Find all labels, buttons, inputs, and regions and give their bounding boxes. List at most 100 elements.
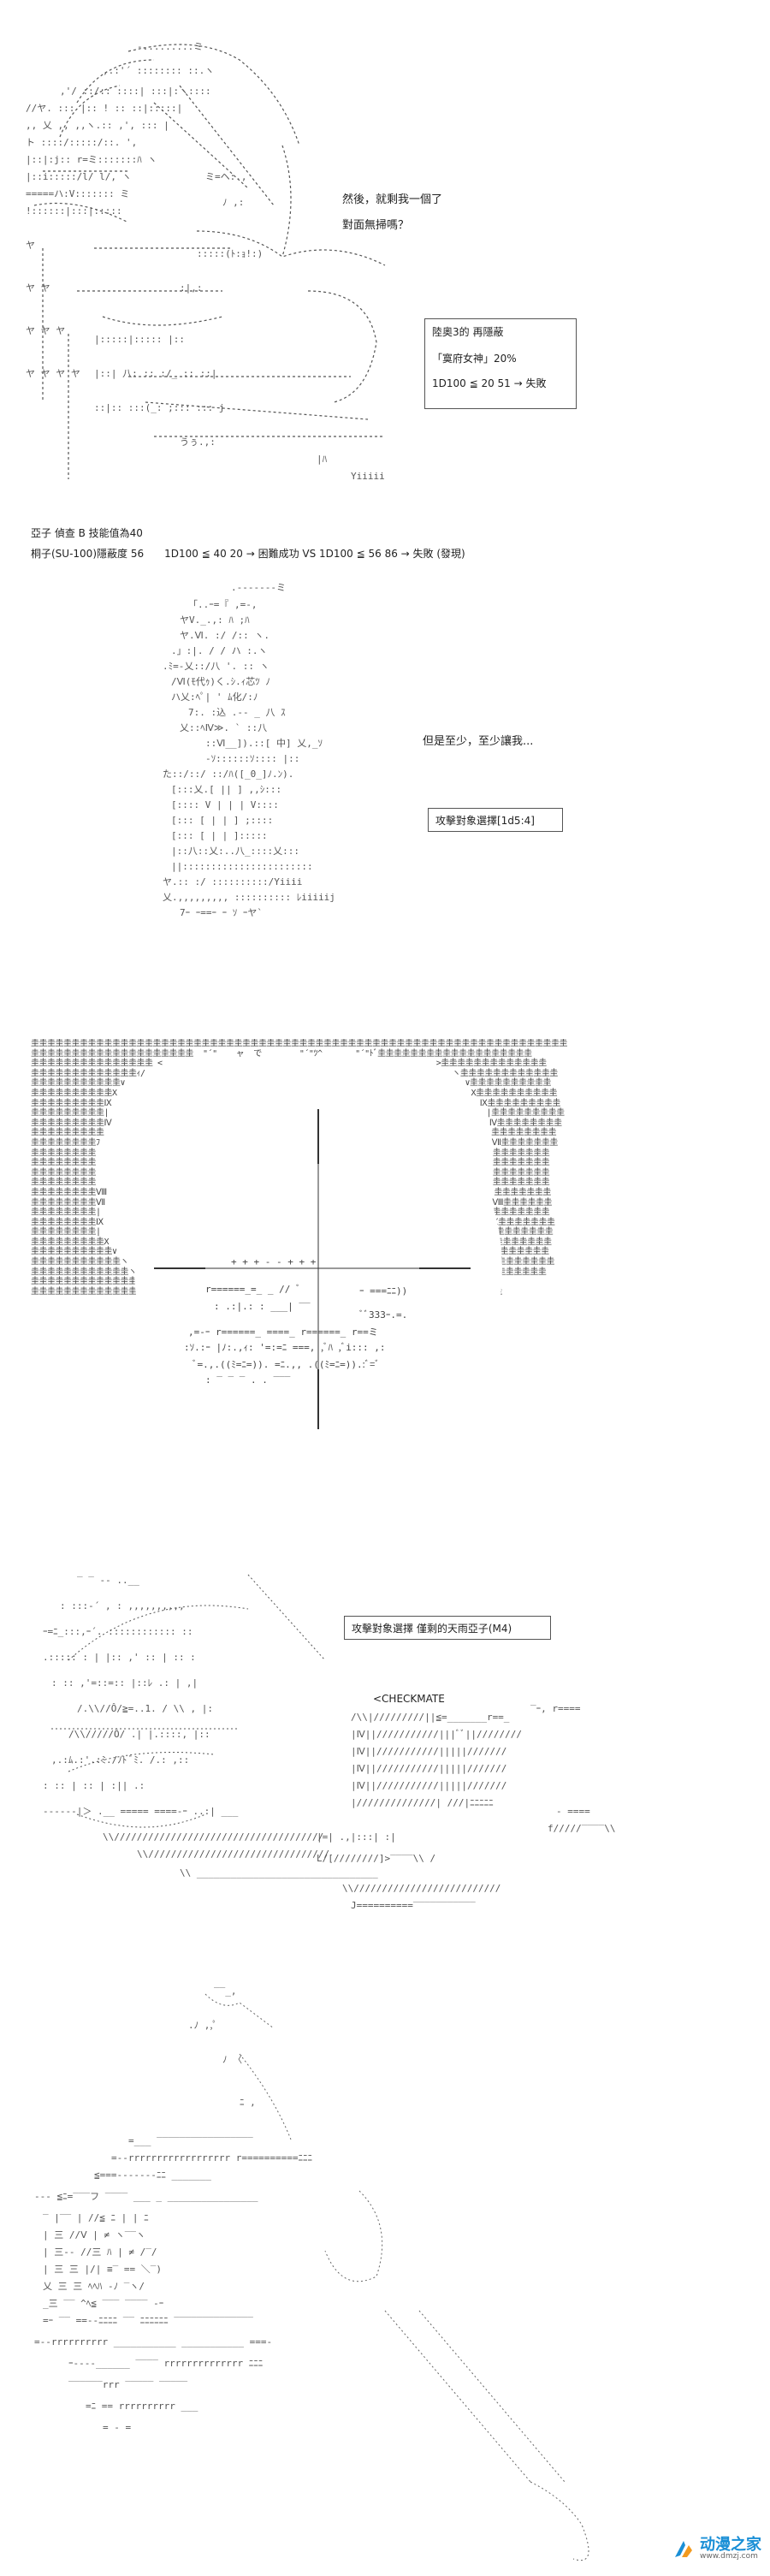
svg-text:|=| .,|:::| :|: |=| .,|:::| :| [317,1831,396,1843]
roll-box-hide: 陸奧3的 再隱蔽 「寞府女神」20% 1D100 ≦ 20 51 → 失敗 [424,318,577,409]
svg-text:| 三 三 |/| ≡‾ == ＼‾): | 三 三 |/| ≡‾ == ＼‾) [43,2264,162,2275]
watermark-url: www.dmzj.com [700,2552,758,2561]
svg-text:::Ⅵ__]).::[ 中] 乂,_ｿ: ::Ⅵ__]).::[ 中] 乂,_ｿ [205,738,323,749]
svg-text:\\ ___________________________: \\ ________________________________ [180,1867,378,1879]
svg-text:ヤV._.,: ﾊ ;ﾊ: ヤV._.,: ﾊ ;ﾊ [180,614,250,626]
svg-text:-ｿ::::::ｿ:::: |::: -ｿ::::::ｿ:::: |:: [205,753,299,764]
svg-text::::::(ﾄ:ｮ!:): :::::(ﾄ:ｮ!:) [197,248,263,259]
dialogue-at-least: 但是至少，至少讓我... [423,735,534,748]
svg-text:: ‾ ‾ ‾ . . ‾‾‾: : ‾ ‾ ‾ . . ‾‾‾ [205,1374,291,1386]
svg-text:+ + + - - + + +: + + + - - + + + [231,1256,317,1267]
svg-text:|Ⅳ||///////////|||ﾞﾞ||////////: |Ⅳ||///////////|||ﾞﾞ||//////// [351,1729,522,1740]
ascii-art-character-4: ‾ ‾ -- ..__ : :::-´ , : ,,,,,,,,,, ｰ=ﾆ_:… [43,1574,615,1911]
svg-text:|::| 八: :: :/_ :: ::|: |::| 八: :: :/_ :: ::| [94,368,216,379]
sfx-checkmate: <CHECKMATE [373,1693,445,1705]
svg-text:--- ≦ﾆ=‾‾‾フ ‾‾‾‾ ___ _ _: --- ≦ﾆ=‾‾‾フ ‾‾‾‾ ___ _ ________________ [34,2191,258,2202]
svg-text:ヤ ヤ ヤ ヤ: ヤ ヤ ヤ ヤ [26,368,80,379]
svg-text:,.:ﾑ.:'.:ﾐ./ﾉﾄ ﾞﾐ. /.: ,::: ,.:ﾑ.:'.:ﾐ./ﾉﾄ ﾞﾐ. /.: ,:: [51,1754,189,1766]
svg-text:.」:|. / / ハ :.ヽ: .」:|. / / ハ :.ヽ [171,645,267,656]
svg-text:/.\\//Ô/≧=..1. / \\ , |:: /.\\//Ô/≧=..1. / \\ , |: [77,1703,213,1714]
svg-text:- ====: - ==== [556,1806,590,1817]
svg-text:ヤ.:: :/ ::::::::::/Yiiii: ヤ.:: :/ ::::::::::/Yiiii [163,876,302,887]
note-spot-skill: 亞子 偵查 B 技能值為40 [31,527,143,539]
svg-text:: .:|.: : ___| ‾‾: : .:|.: : ___| ‾‾ [214,1301,311,1312]
ascii-art-character-1: -.........ミ ,.:'´ :::::::: ::.ヽ ,'/ ::/:… [26,41,386,482]
svg-text:ｰ----______ ‾‾‾‾ rrrrrrrrrrr: ｰ----______ ‾‾‾‾ rrrrrrrrrrrrrr ﾆﾆﾆ [68,2358,263,2369]
svg-text:7ｰ ｰ==ｰ ｰ ｿ ｰヤ`: 7ｰ ｰ==ｰ ｰ ｿ ｰヤ` [180,907,263,918]
svg-text:うぅ.,:: うぅ.,: [180,436,216,448]
svg-text:た::/::/ ::/ﾊ([_0_]ﾉ.ﾝ).: た::/::/ ::/ﾊ([_0_]ﾉ.ﾝ). [163,769,293,780]
svg-text:[:::乂.[ || ] ,,ｼ:::: [:::乂.[ || ] ,,ｼ::: [171,784,281,795]
svg-text:ヤ ヤ ヤ: ヤ ヤ ヤ [26,325,65,336]
scope-reticle: + + + - - + + + r======_=_ _ // ﾞ ｰ ===ﾆ… [134,1070,502,1467]
roll-box-title: 陸奧3的 再隱蔽 [432,326,504,338]
svg-text:‾ ‾ -- ..__: ‾ ‾ -- ..__ [77,1575,139,1586]
svg-text:f/////‾‾‾‾\\: f/////‾‾‾‾\\ [548,1823,615,1834]
svg-text://ヤ. ::: |:: ! :: ::|:::::|: //ヤ. ::: |:: ! :: ::|:::::| [26,103,182,114]
svg-text::ｿ.:ｰ |ﾉ:.,ｨ: '=:=ﾆ ===, ,ﾞﾊ: :ｿ.:ｰ |ﾉ:.,ｨ: '=:=ﾆ ===, ,ﾞﾊ ,ﾞi::: ,: [184,1342,386,1353]
dmzj-logo-icon [675,2540,692,2557]
dialogue-line-1: 然後，就剩我一個了 [342,193,443,206]
ascii-art-character-2: .-------ミ 「..ｰ=『 ,=-, ヤV._.,: ﾊ ;ﾊ ヤ.Ⅵ. … [163,582,335,918]
svg-text:J==========‾‾‾‾‾‾‾‾‾‾‾: J==========‾‾‾‾‾‾‾‾‾‾‾ [351,1900,476,1911]
svg-text:|//////////////| ///|ﾆﾆﾆﾆﾆ: |//////////////| ///|ﾆﾆﾆﾆﾆ [351,1797,494,1808]
svg-text:\\////////////////////////////: \\///////////////////////////////////// [103,1831,323,1843]
svg-text:: :::-´ , : ,,,,,,,,,,: : :::-´ , : ,,,,,,,,,, [60,1600,185,1611]
svg-text:ヤ: ヤ [26,240,35,251]
svg-text:|ﾊ: |ﾊ [317,454,328,465]
svg-text:|::i:::::/l/ l/, ヽ: |::i:::::/l/ l/, ヽ [26,171,132,182]
panel-1: -.........ミ ,.:'´ :::::::: ::.ヽ ,'/ ::/:… [0,0,770,582]
svg-text:乂.,,,,,,,,, :::::::::: ﾚiiiiij: 乂.,,,,,,,,, :::::::::: ﾚiiiiij [163,892,335,903]
panel-2: .-------ミ 「..ｰ=『 ,=-, ヤV._.,: ﾊ ;ﾊ ヤ.Ⅵ. … [0,582,770,1027]
svg-text:‾ｰ, r====: ‾ｰ, r==== [530,1703,581,1714]
svg-text:ｰ=ﾆ_:::,ｰ´. :::::::::::: ::: ｰ=ﾆ_:::,ｰ´. :::::::::::: :: [43,1626,192,1637]
svg-text:.ﾉ ,,ﾟ: .ﾉ ,,ﾟ [188,2020,217,2031]
svg-text:/\\|/////////||≦=_______r==_: /\\|/////////||≦=_______r==_ [351,1712,510,1723]
svg-text:|Ⅳ||///////////|||||///////: |Ⅳ||///////////|||||/////// [351,1746,506,1757]
svg-text:::|:: :::(_: ;::: ::: j: ::|:: :::(_: ;::: ::: j [94,402,224,413]
roll-box-attack-label: 攻擊對象選擇[1d5:4] [435,815,535,827]
svg-text:=--rrrrrrrrrr ___________ __: =--rrrrrrrrrr ___________ ___________ ==… [34,2336,272,2347]
svg-text:|::八::乂:..八_::::乂:::: |::八::乂:..八_::::乂::: [171,846,299,857]
svg-text:|:::::|::::: |::: |:::::|::::: |:: [94,334,185,345]
svg-text:: :: ,'=::=:: |::ﾚ .: | ,|: : :: ,'=::=:: |::ﾚ .: | ,| [51,1677,198,1689]
roll-box-last-target: 攻擊對象選擇 僅剩的天雨亞子(M4) [344,1616,551,1640]
panel-3-scope: 圭圭圭圭圭圭圭圭圭圭圭圭圭圭圭圭圭圭圭圭圭圭圭圭圭圭圭圭圭圭圭圭圭圭圭圭圭圭圭圭… [0,1027,770,1506]
roll-box-last-label: 攻擊對象選擇 僅剩的天雨亞子(M4) [352,1623,512,1635]
svg-text:r======_=_ _ // ﾞ: r======_=_ _ // ﾞ [205,1284,300,1295]
svg-text:| 三 //Ⅴ | ≠ ヽ‾‾ヽ: | 三 //Ⅴ | ≠ ヽ‾‾ヽ [43,2229,145,2241]
svg-text:=ﾆ == rrrrrrrrrr ___: =ﾆ == rrrrrrrrrr ___ [86,2401,198,2412]
svg-text:\\////////////////////////////: \\//////////////////////////////// [137,1849,329,1860]
svg-text:.::::: : | |:: ,' :: | :: :: .::::: : | |:: ,' :: | :: : [43,1652,196,1663]
svg-text:||:::::::::::::::::::::::: ||::::::::::::::::::::::: [171,861,313,872]
svg-text:,'/ ::/:: ::::| :::|:ヽ::::: ,'/ ::/:: ::::| :::|:ヽ:::: [60,86,211,97]
svg-text:,, 乂 ,, ,,ヽ.:: ,', ::: |: ,, 乂 ,, ,,ヽ.:: ,', ::: | [26,120,169,131]
svg-text:[::: [ | | ] ;::::: [::: [ | | ] ;:::: [171,815,273,826]
svg-text:=___ ‾‾‾‾‾‾‾‾‾‾‾‾‾‾‾‾‾: =___ ‾‾‾‾‾‾‾‾‾‾‾‾‾‾‾‾‾ [128,2135,253,2146]
svg-text:,=-ｰ r======_ ====_ r======: ,=-ｰ r======_ ====_ r======_ r==ミ [188,1327,378,1338]
svg-text:: :: | :: | :|| .:: : :: | :: | :|| .: [43,1780,145,1791]
svg-text:/\\/////Ô/ .| |.::::, |::: /\\/////Ô/ .| |.::::, |:: [68,1729,210,1740]
svg-text:乂::ﾍⅣ≫. ` ::八: 乂::ﾍⅣ≫. ` ::八 [180,722,267,733]
svg-text:-.........ミ: -.........ミ [137,41,203,52]
svg-text:ﾞ=.,.((ﾐ=ﾆ=)). =ﾆ.,, .((ﾐ=ﾆ=: ﾞ=.,.((ﾐ=ﾆ=)). =ﾆ.,, .((ﾐ=ﾆ=)).:ﾞ=ﾞ [192,1359,380,1370]
svg-text:ﾉ ,:: ﾉ ,: [222,197,244,208]
svg-text:|Ⅳ||///////////|||||///////: |Ⅳ||///////////|||||/////// [351,1780,506,1791]
svg-text:= - =: = - = [103,2422,131,2433]
dialogue-line-2: 對面無掃嗎？ [342,219,410,232]
roll-box-skill: 「寞府女神」20% [432,353,517,365]
svg-text:Yiiiii: Yiiiii [351,471,385,482]
svg-text:/Ⅵ(ﾓ代ｩ)く.ｼ.ｨ芯ﾂ ﾉ: /Ⅵ(ﾓ代ｩ)く.ｼ.ｨ芯ﾂ ﾉ [171,675,270,687]
svg-text:‐‐‐‐‐‐|＞ .__ ===== ====-ｰ ..:|: ‐‐‐‐‐‐|＞ .__ ===== ====-ｰ ..:| ___ [43,1806,239,1817]
svg-text:[:::: V | | | V::::: [:::: V | | | V:::: [171,799,279,810]
svg-text:=ｰ ‾‾ ==--ﾆﾆﾆﾆ ‾‾ ﾆﾆﾆﾆﾆﾆ ‾‾‾‾‾: =ｰ ‾‾ ==--ﾆﾆﾆﾆ ‾‾ ﾆﾆﾆﾆﾆﾆ ‾‾‾‾‾‾‾‾‾‾‾‾‾‾ [43,2315,253,2326]
note-stealth-check: 桐子(SU-100)隱蔽度 56 1D100 ≦ 40 20 → 困難成功 VS… [31,548,465,560]
svg-text:ヤ.Ⅵ. :/ /:: ヽ.: ヤ.Ⅵ. :/ /:: ヽ. [180,630,270,641]
svg-text:,.:'´ :::::::: ::.ヽ: ,.:'´ :::::::: ::.ヽ [103,65,214,76]
svg-text:=====ハ:V::::::: ミ: =====ハ:V::::::: ミ [26,188,129,199]
svg-text:‾‾‾‾‾‾rrr ‾‾‾‾‾ ‾‾‾‾‾: ‾‾‾‾‾‾rrr ‾‾‾‾‾ ‾‾‾‾‾ [68,2379,187,2390]
svg-text:7:. :込 .-- _ 八 ｽ: 7:. :込 .-- _ 八 ｽ [188,707,286,718]
svg-text:ミ=ヘ:.,: ミ=ヘ:., [205,171,247,182]
svg-text:!::::::|:::|:::::: !::::::|:::|::::: [26,205,122,217]
svg-text:‾‾_,: ‾‾_, [214,1985,237,1997]
